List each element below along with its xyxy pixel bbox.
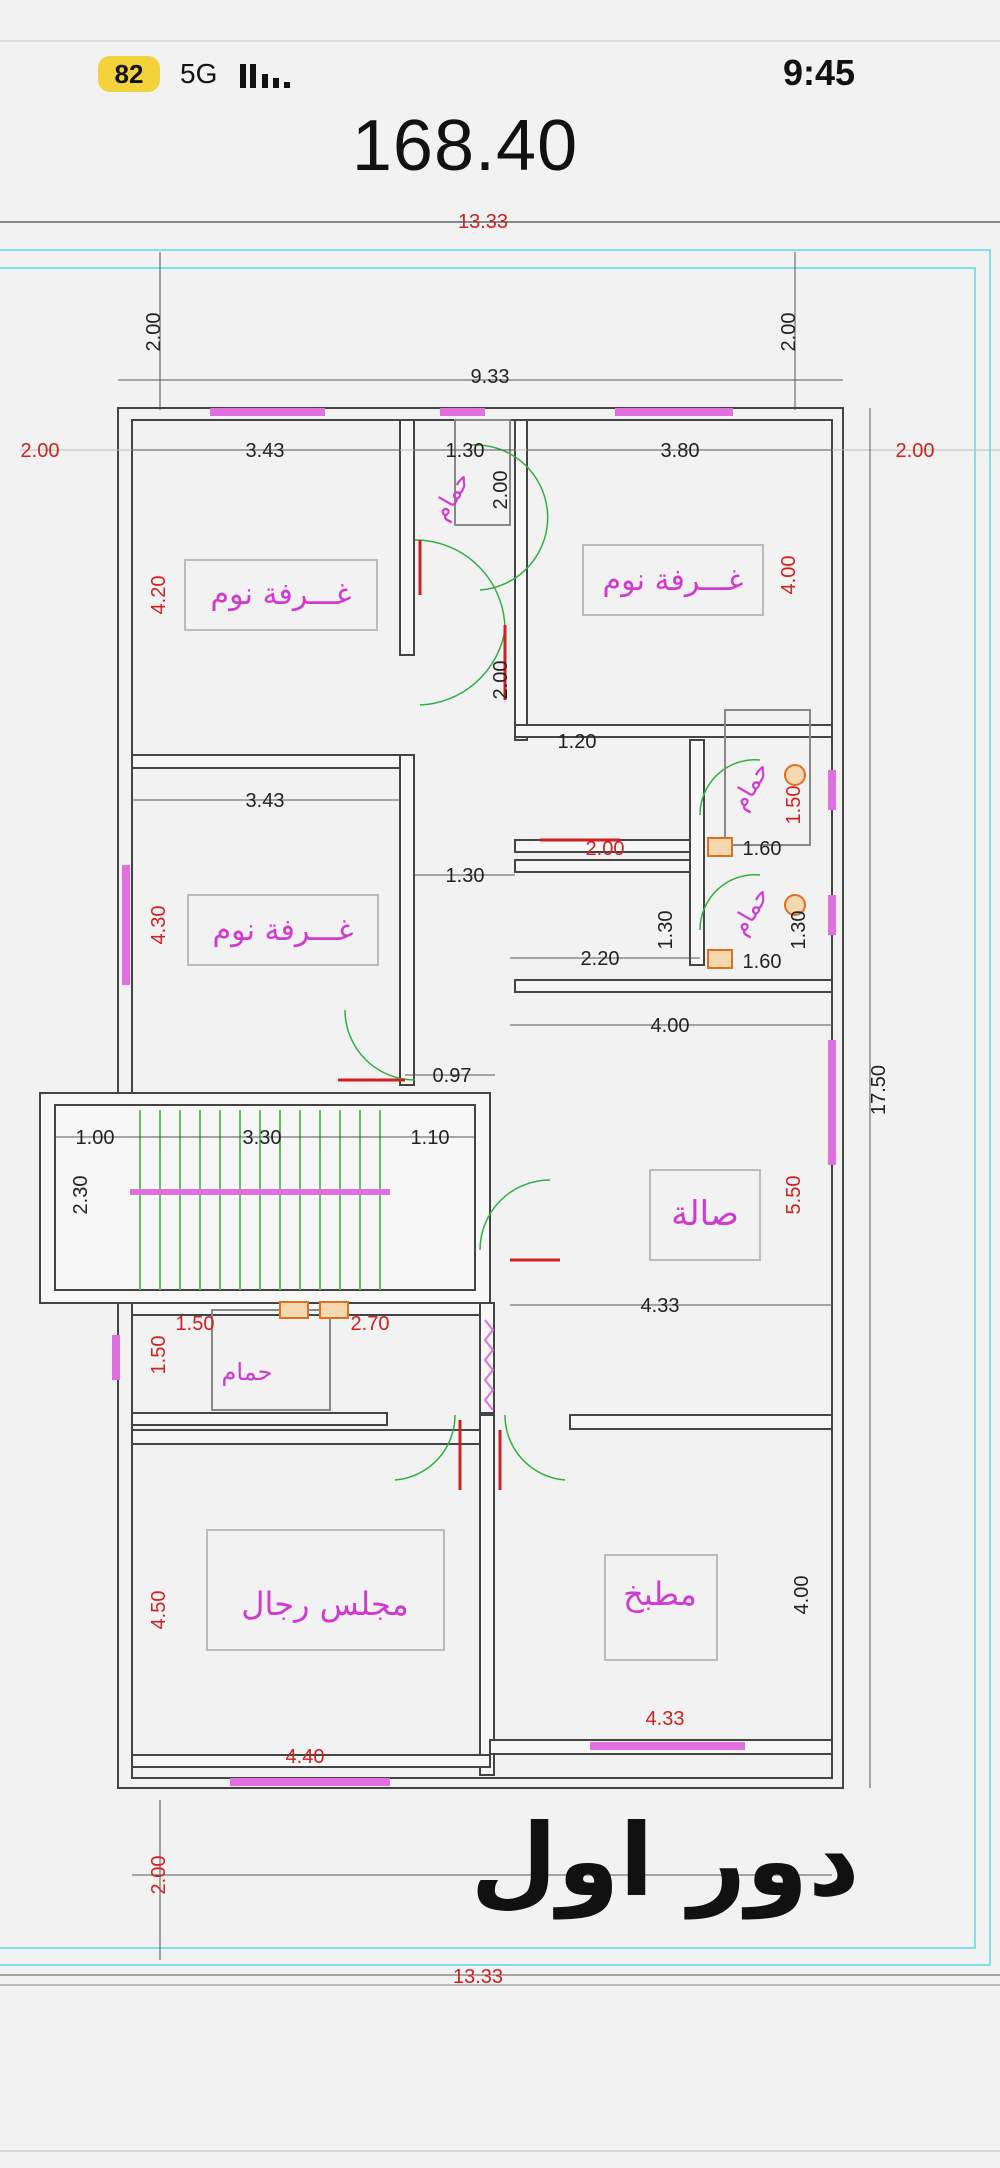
bath-lower-label: حمام	[222, 1358, 273, 1386]
area-heading: 168.40	[0, 105, 1000, 187]
dim-4-50: 4.50	[148, 1591, 170, 1630]
hall-label: صالة	[671, 1194, 739, 1234]
dim-3-30: 3.30	[243, 1127, 282, 1149]
dim-13-33-bottom: 13.33	[453, 1966, 503, 1988]
dim-4-30: 4.30	[148, 906, 170, 945]
dim-1-50-a: 1.50	[176, 1313, 215, 1335]
setback-top-right: 2.00	[778, 313, 800, 352]
bath-right-2-label: حمام	[725, 882, 775, 940]
dim-5-50: 5.50	[783, 1176, 805, 1215]
windows	[112, 408, 836, 1786]
dim-4-00-kitchen: 4.00	[791, 1576, 813, 1615]
dim-1-30-corr: 1.30	[446, 865, 485, 887]
bedroom-1-label: غـــرفة نوم	[211, 577, 352, 612]
fixtures	[279, 764, 806, 1319]
dim-2-00-bath: 2.00	[490, 471, 512, 510]
majlis-label: مجلس رجال	[241, 1585, 409, 1623]
bedroom-3-label: غـــرفة نوم	[213, 913, 354, 948]
dim-2-00-corr: 2.00	[490, 661, 512, 700]
door-leaves	[338, 540, 620, 1490]
doors	[344, 444, 761, 1481]
dimension-lines	[0, 221, 1000, 1976]
dim-1-60-b: 1.60	[743, 951, 782, 973]
dim-1-00: 1.00	[76, 1127, 115, 1149]
setback-right: 2.00	[896, 440, 935, 462]
dim-2-20: 2.20	[581, 948, 620, 970]
dim-17-50: 17.50	[868, 1065, 890, 1115]
bath-right-1-label: حمام	[725, 757, 775, 815]
dim-1-10: 1.10	[411, 1127, 450, 1149]
setback-left: 2.00	[21, 440, 60, 462]
dim-9-33: 9.33	[471, 366, 510, 388]
area-value: 168.40	[351, 106, 579, 186]
dim-2-30: 2.30	[70, 1176, 92, 1215]
dim-4-20: 4.20	[148, 576, 170, 615]
dim-3-43-mid: 3.43	[246, 790, 285, 812]
dim-1-50-r: 1.50	[783, 786, 805, 825]
kitchen-label: مطبخ	[623, 1575, 697, 1613]
battery-level: 82	[114, 58, 144, 89]
interior-walls	[39, 419, 833, 1776]
top-divider	[0, 40, 1000, 42]
dim-1-30-c: 1.30	[788, 911, 810, 950]
clock: 9:45	[782, 52, 855, 93]
room-label-boxes	[184, 544, 764, 1661]
bath-outlines	[211, 419, 811, 1411]
bath-top-label: حمام	[426, 467, 476, 525]
setback-top-left: 2.00	[143, 313, 165, 352]
dim-4-33-bottom: 4.33	[646, 1708, 685, 1730]
dim-4-33-mid: 4.33	[641, 1295, 680, 1317]
dim-1-20: 1.20	[558, 731, 597, 753]
battery-badge: 82	[98, 56, 160, 92]
zigzag-pipe	[483, 1319, 495, 1411]
dim-4-40: 4.40	[286, 1746, 325, 1768]
floor-plan: غـــرفة نوم غـــرفة نوم غـــرفة نوم صالة…	[0, 211, 1000, 1988]
dim-3-80: 3.80	[661, 440, 700, 462]
network-type: 5G	[180, 58, 218, 89]
dim-4-00-hall: 4.00	[651, 1015, 690, 1037]
floor-label: دور اول	[470, 1802, 859, 1920]
dim-4-00-right: 4.00	[778, 556, 800, 595]
signal-icon	[240, 64, 290, 88]
dim-2-70: 2.70	[351, 1313, 390, 1335]
dim-2-00-mid: 2.00	[586, 838, 625, 860]
dim-1-30-b: 1.30	[655, 911, 677, 950]
dim-1-60: 1.60	[743, 838, 782, 860]
bedroom-2-label: غـــرفة نوم	[603, 563, 744, 598]
dim-3-43-top: 3.43	[246, 440, 285, 462]
bottom-divider	[0, 2150, 1000, 2152]
dim-0-97: 0.97	[433, 1065, 472, 1087]
setback-bottom: 2.00	[148, 1856, 170, 1895]
dim-1-50-v: 1.50	[148, 1336, 170, 1375]
dim-13-33-top: 13.33	[458, 211, 508, 233]
staircase	[130, 1110, 390, 1290]
dim-1-30-top: 1.30	[446, 440, 485, 462]
